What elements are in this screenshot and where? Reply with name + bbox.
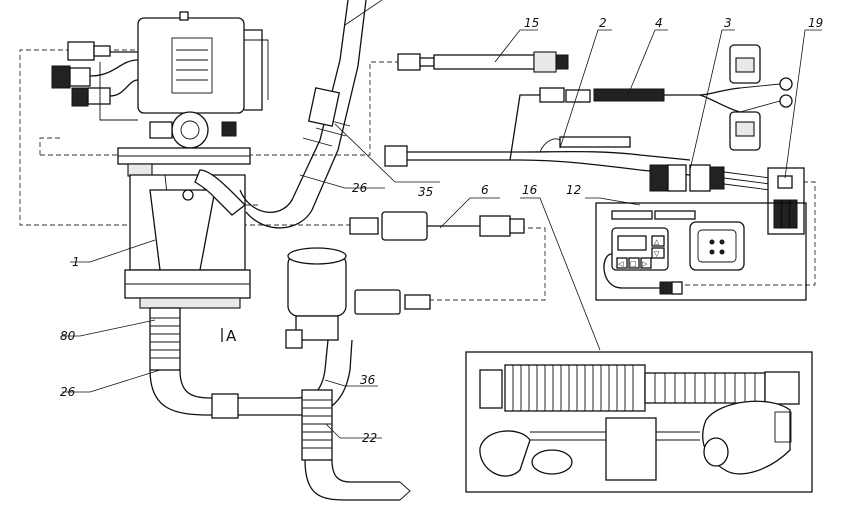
kit-16-inset	[465, 351, 813, 493]
button-left-icon: ◁	[618, 260, 624, 268]
view-a-marker: A	[221, 327, 237, 345]
view-label: A	[226, 327, 237, 345]
callout-80: 80	[60, 329, 76, 343]
callout-26-top: 26	[352, 181, 368, 195]
callout-26-bottom: 26	[60, 385, 76, 399]
button-stop-icon: □	[630, 260, 637, 268]
callout-22: 22	[362, 431, 377, 445]
callout-35: 35	[418, 185, 433, 199]
component-6	[349, 211, 525, 315]
exhaust-system	[149, 247, 411, 501]
button-right-icon: ▷	[642, 260, 648, 268]
callout-12: 12	[566, 183, 581, 197]
callout-6: 6	[481, 183, 489, 197]
duct-26-top	[239, 0, 367, 229]
component-15	[397, 51, 569, 73]
callout-2: 2	[599, 16, 607, 30]
button-down-icon: ▽	[654, 250, 660, 258]
callout-16: 16	[522, 183, 538, 197]
leader-lines	[62, 0, 822, 439]
callout-4: 4	[655, 16, 663, 30]
component-19	[767, 167, 805, 235]
heater-unit	[51, 11, 269, 309]
callout-3: 3	[724, 16, 732, 30]
button-up-icon: △	[654, 238, 660, 246]
controller-buttons: ◁ □ ▷ △ ▽	[616, 235, 665, 269]
wiring-harness	[384, 44, 793, 192]
callout-15: 15	[524, 16, 539, 30]
callout-labels: 15 2 4 3 19 35 26 6 16 12 1 80 26 36 22	[60, 16, 823, 445]
callout-1: 1	[72, 255, 80, 269]
callout-36: 36	[360, 373, 376, 387]
callout-19: 19	[808, 16, 823, 30]
